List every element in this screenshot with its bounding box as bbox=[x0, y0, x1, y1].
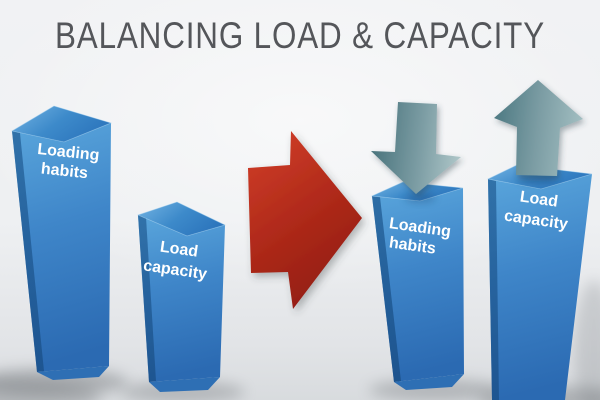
bar-top-face bbox=[136, 201, 227, 237]
bar-front-face bbox=[488, 174, 592, 400]
bar-label-line: Load bbox=[519, 189, 559, 211]
bar-label-line: habits bbox=[40, 160, 89, 182]
bar-top-face bbox=[10, 105, 113, 143]
shadow-corner-left bbox=[0, 380, 101, 400]
bar-bottom-face bbox=[149, 377, 220, 392]
bar-side-face bbox=[138, 215, 156, 382]
up-block-arrow-icon bbox=[494, 80, 583, 176]
bar-bottom-face bbox=[394, 374, 464, 390]
down-block-arrow-icon bbox=[371, 102, 461, 194]
bar-bottom-face bbox=[37, 366, 109, 380]
right-block-arrow-icon bbox=[248, 131, 362, 309]
bar-label: Loading habits bbox=[37, 141, 101, 182]
bar-side-face bbox=[372, 196, 401, 382]
shadow-after-bar2-side bbox=[574, 280, 600, 400]
bar-side-face bbox=[488, 179, 499, 400]
bar-label-line: Loading bbox=[37, 141, 101, 164]
before-bar-loading-habits: Loading habits bbox=[10, 105, 113, 380]
before-bar-load-capacity: Load capacity bbox=[136, 201, 227, 392]
bar-label-line: Load bbox=[159, 239, 199, 261]
slide-title: BALANCING LOAD & CAPACITY bbox=[55, 15, 545, 56]
after-bar-loading-habits: Loading habits bbox=[370, 181, 464, 390]
bar-side-face bbox=[12, 131, 44, 372]
bar-label-line: habits bbox=[388, 234, 437, 257]
up-arrow-contact-shadow bbox=[517, 174, 557, 184]
bar-front-face bbox=[138, 215, 225, 382]
down-arrow-contact-shadow bbox=[404, 193, 436, 203]
